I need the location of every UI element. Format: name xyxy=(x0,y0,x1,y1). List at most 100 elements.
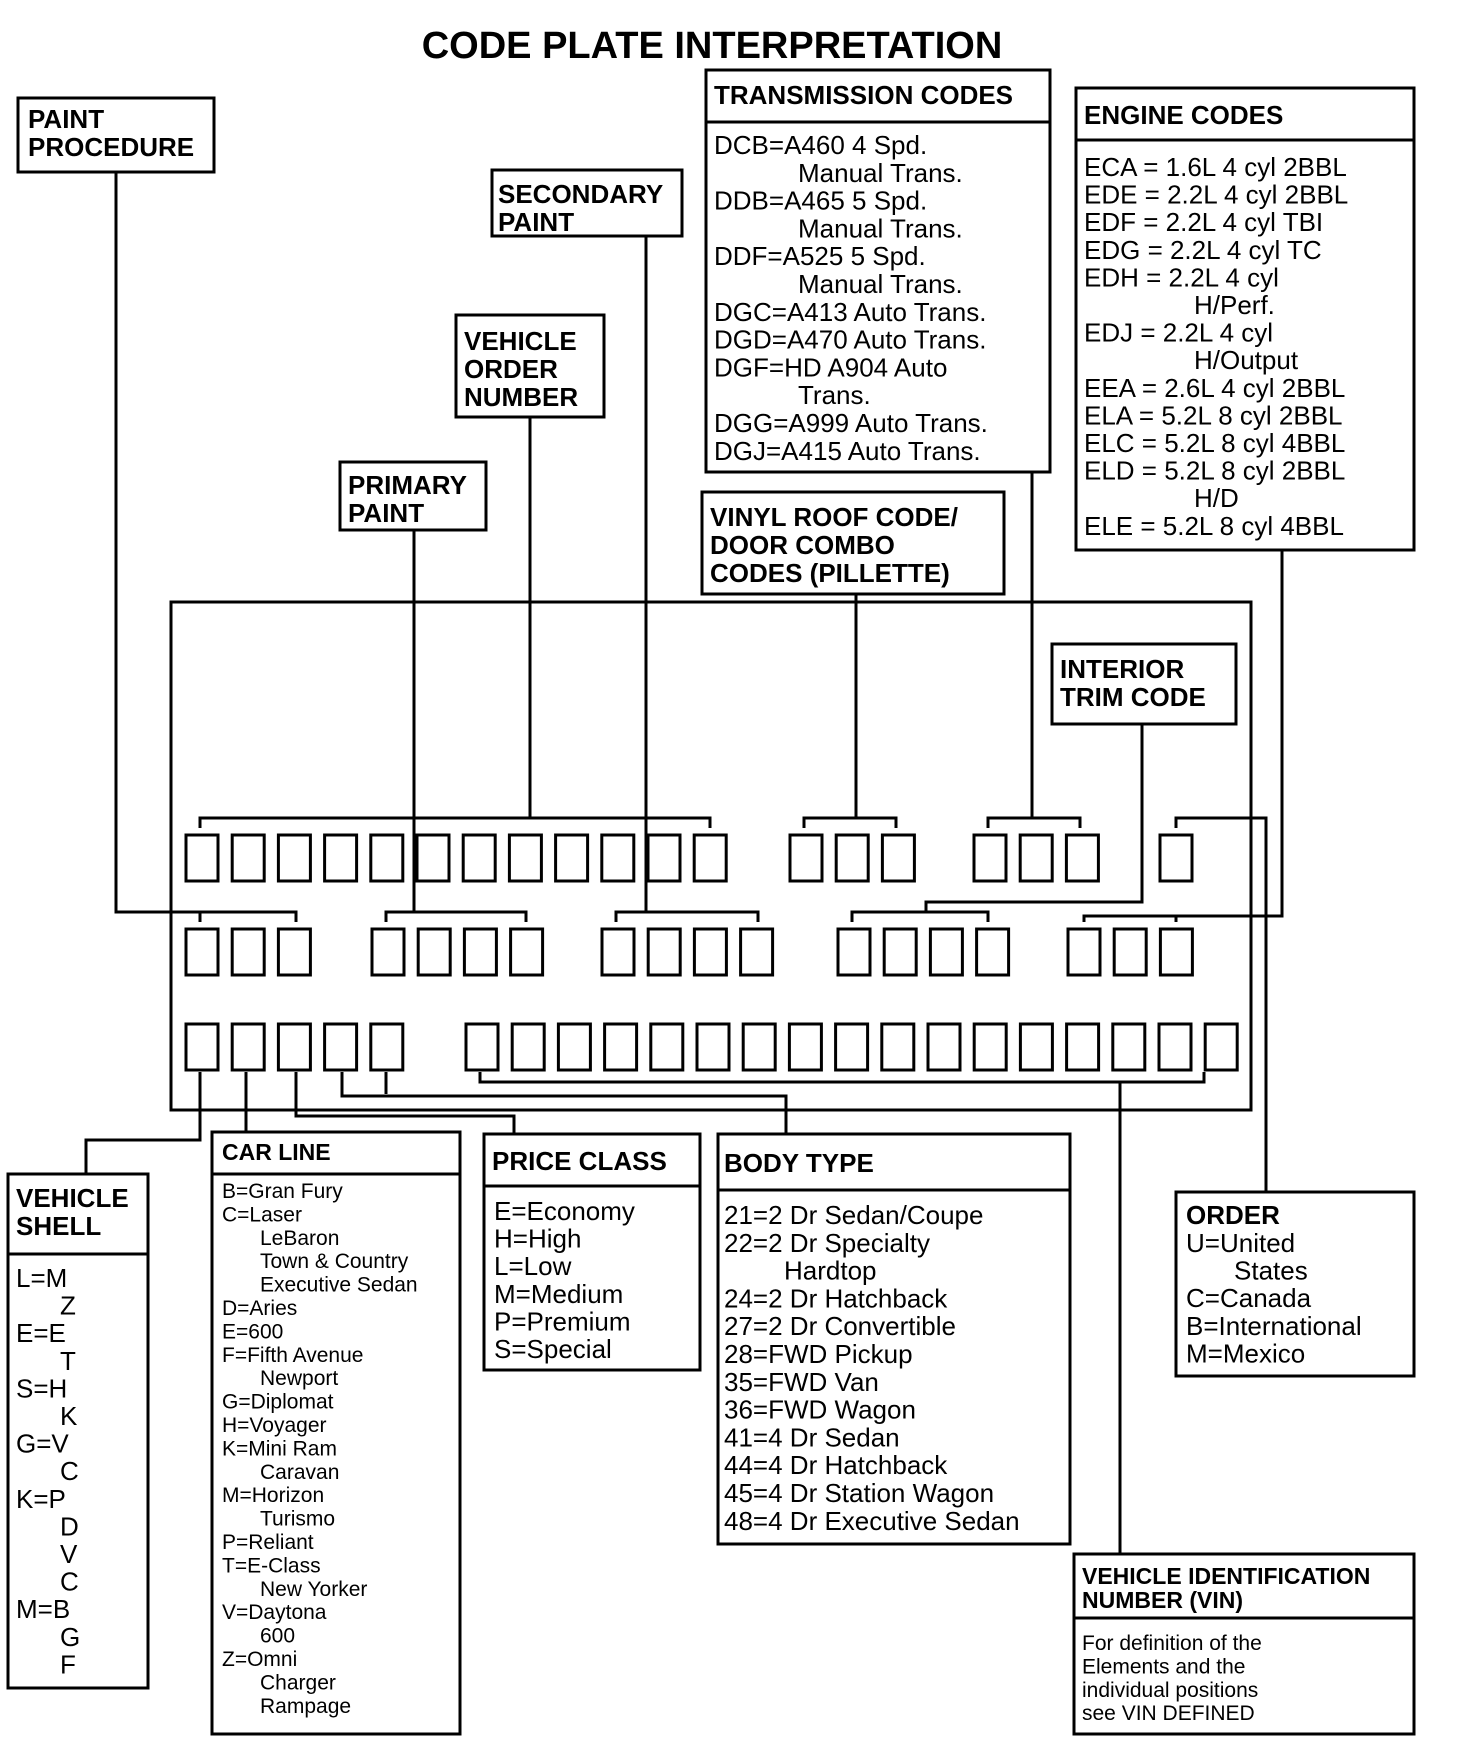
plate-cell-r3-g1-3 xyxy=(276,1022,312,1072)
plate-cell-r3-g2-3 xyxy=(556,1022,592,1072)
paint-procedure-title-1: PAINT xyxy=(28,104,104,134)
interior-trim-box xyxy=(1050,642,1238,726)
plate-cell-r2-g4-3 xyxy=(928,927,964,977)
plate-cell-r1-g1-6 xyxy=(415,833,451,883)
plate-cell-r2-g4-1 xyxy=(836,927,872,977)
plate-cell-r1-g2-3 xyxy=(880,833,916,883)
car-line-line-6: D=Aries xyxy=(222,1297,297,1320)
price-class-line-3: L=Low xyxy=(494,1251,572,1281)
body-type-line-7: 35=FWD Van xyxy=(724,1367,879,1397)
car-line-line-2: C=Laser xyxy=(222,1203,302,1226)
engine-code-line-4: EDG = 2.2L 4 cyl TC xyxy=(1084,235,1322,265)
body-type-line-6: 28=FWD Pickup xyxy=(724,1339,913,1369)
body-type-box xyxy=(716,1132,1072,1546)
transmission-code-line-2: Manual Trans. xyxy=(798,158,963,188)
vehicle-shell-line-3: E=E xyxy=(16,1318,66,1348)
plate-cell-r3-g2-2 xyxy=(510,1022,546,1072)
car-line-line-19: V=Daytona xyxy=(222,1601,327,1624)
plate-cell-r2-g5-1 xyxy=(1066,927,1102,977)
plate-cell-r1-g1-5 xyxy=(369,833,405,883)
plate-cell-r2-g2-4 xyxy=(509,927,545,977)
plate-cell-r3-g2-9 xyxy=(834,1022,870,1072)
plate-cell-r1-g1-8 xyxy=(507,833,543,883)
car-line-line-11: H=Voyager xyxy=(222,1414,327,1437)
transmission-code-line-3: DDB=A465 5 Spd. xyxy=(714,186,927,216)
plate-cell-r2-g5-3 xyxy=(1158,927,1194,977)
order-line-4: B=International xyxy=(1186,1311,1362,1341)
plate-cell-r1-g4-1 xyxy=(1158,833,1194,883)
vin-box xyxy=(1072,1552,1416,1736)
car-line-line-3: LeBaron xyxy=(260,1227,339,1250)
engine-code-line-1: ECA = 1.6L 4 cyl 2BBL xyxy=(1084,152,1347,182)
car-line-line-8: F=Fifth Avenue xyxy=(222,1344,363,1367)
plate-cell-r3-g2-6 xyxy=(695,1022,731,1072)
transmission-code-line-4: Manual Trans. xyxy=(798,213,963,243)
vehicle-order-number-title-2: ORDER xyxy=(464,354,558,384)
plate-cell-r2-g3-1 xyxy=(600,927,636,977)
plate-cell-r1-g1-3 xyxy=(276,833,312,883)
order-line-3: C=Canada xyxy=(1186,1283,1312,1313)
order-box xyxy=(1174,1190,1416,1378)
interior-trim-title-1: INTERIOR xyxy=(1060,654,1184,684)
plate-cell-r1-g3-1 xyxy=(972,833,1008,883)
engine-code-line-9: EEA = 2.6L 4 cyl 2BBL xyxy=(1084,373,1345,403)
vin-line-2: Elements and the xyxy=(1082,1655,1245,1678)
plate-cell-r2-g1-2 xyxy=(230,927,266,977)
secondary-paint-title-1: SECONDARY xyxy=(498,179,663,209)
vin-line-3: individual positions xyxy=(1082,1679,1258,1702)
engine-code-line-5: EDH = 2.2L 4 cyl xyxy=(1084,262,1279,292)
plate-cell-r2-g4-2 xyxy=(882,927,918,977)
vehicle-shell-line-15: F xyxy=(60,1649,76,1679)
transmission-code-line-9: DGF=HD A904 Auto xyxy=(714,352,947,382)
body-type-line-12: 48=4 Dr Executive Sedan xyxy=(724,1506,1020,1536)
price-class-line-4: M=Medium xyxy=(494,1279,623,1309)
car-line-line-12: K=Mini Ram xyxy=(222,1437,337,1460)
price-class-line-5: P=Premium xyxy=(494,1306,631,1336)
car-line-line-21: Z=Omni xyxy=(222,1648,297,1671)
plate-cell-r2-g4-4 xyxy=(975,927,1011,977)
plate-cell-r1-g1-11 xyxy=(646,833,682,883)
code-plate-cells xyxy=(184,833,1239,1072)
plate-cell-r3-g2-15 xyxy=(1111,1022,1147,1072)
transmission-code-line-6: Manual Trans. xyxy=(798,269,963,299)
plate-cell-r2-g2-3 xyxy=(462,927,498,977)
plate-cell-r2-g3-2 xyxy=(646,927,682,977)
plate-cell-r3-g2-16 xyxy=(1157,1022,1193,1072)
vehicle-shell-line-13: M=B xyxy=(16,1594,70,1624)
body-type-line-11: 45=4 Dr Station Wagon xyxy=(724,1478,994,1508)
plate-cell-r2-g2-2 xyxy=(416,927,452,977)
car-line-line-15: Turismo xyxy=(260,1508,335,1531)
vehicle-shell-line-1: L=M xyxy=(16,1263,67,1293)
price-class-line-1: E=Economy xyxy=(494,1196,635,1226)
body-type-title: BODY TYPE xyxy=(724,1148,874,1178)
transmission-code-line-5: DDF=A525 5 Spd. xyxy=(714,241,926,271)
body-type-line-8: 36=FWD Wagon xyxy=(724,1395,916,1425)
plate-cell-r3-g2-14 xyxy=(1065,1022,1101,1072)
car-line-line-5: Executive Sedan xyxy=(260,1274,418,1297)
plate-cell-r1-g1-10 xyxy=(600,833,636,883)
transmission-codes-title: TRANSMISSION CODES xyxy=(714,80,1013,110)
plate-cell-r1-g1-1 xyxy=(184,833,220,883)
vehicle-shell-line-9: K=P xyxy=(16,1484,66,1514)
vehicle-shell-line-4: T xyxy=(60,1346,76,1376)
plate-cell-r3-g2-7 xyxy=(741,1022,777,1072)
order-line-1: U=United xyxy=(1186,1228,1295,1258)
body-type-line-4: 24=2 Dr Hatchback xyxy=(724,1283,948,1313)
paint-procedure-title-2: PROCEDURE xyxy=(28,132,194,162)
plate-cell-r2-g1-1 xyxy=(184,927,220,977)
order-line-2: States xyxy=(1234,1256,1308,1286)
plate-cell-r3-g1-1 xyxy=(184,1022,220,1072)
vinyl-roof-box xyxy=(700,490,1006,596)
transmission-code-line-7: DGC=A413 Auto Trans. xyxy=(714,297,986,327)
car-line-line-23: Rampage xyxy=(260,1695,351,1718)
body-type-line-3: Hardtop xyxy=(784,1256,877,1286)
code-plate-outline xyxy=(169,600,1253,1112)
plate-cell-r3-g1-2 xyxy=(230,1022,266,1072)
engine-code-line-3: EDF = 2.2L 4 cyl TBI xyxy=(1084,207,1323,237)
vehicle-shell-line-12: C xyxy=(60,1567,79,1597)
transmission-code-line-11: DGG=A999 Auto Trans. xyxy=(714,408,988,438)
plate-cell-r1-g1-4 xyxy=(323,833,359,883)
car-line-line-18: New Yorker xyxy=(260,1578,367,1601)
plate-cell-r1-g3-3 xyxy=(1064,833,1100,883)
